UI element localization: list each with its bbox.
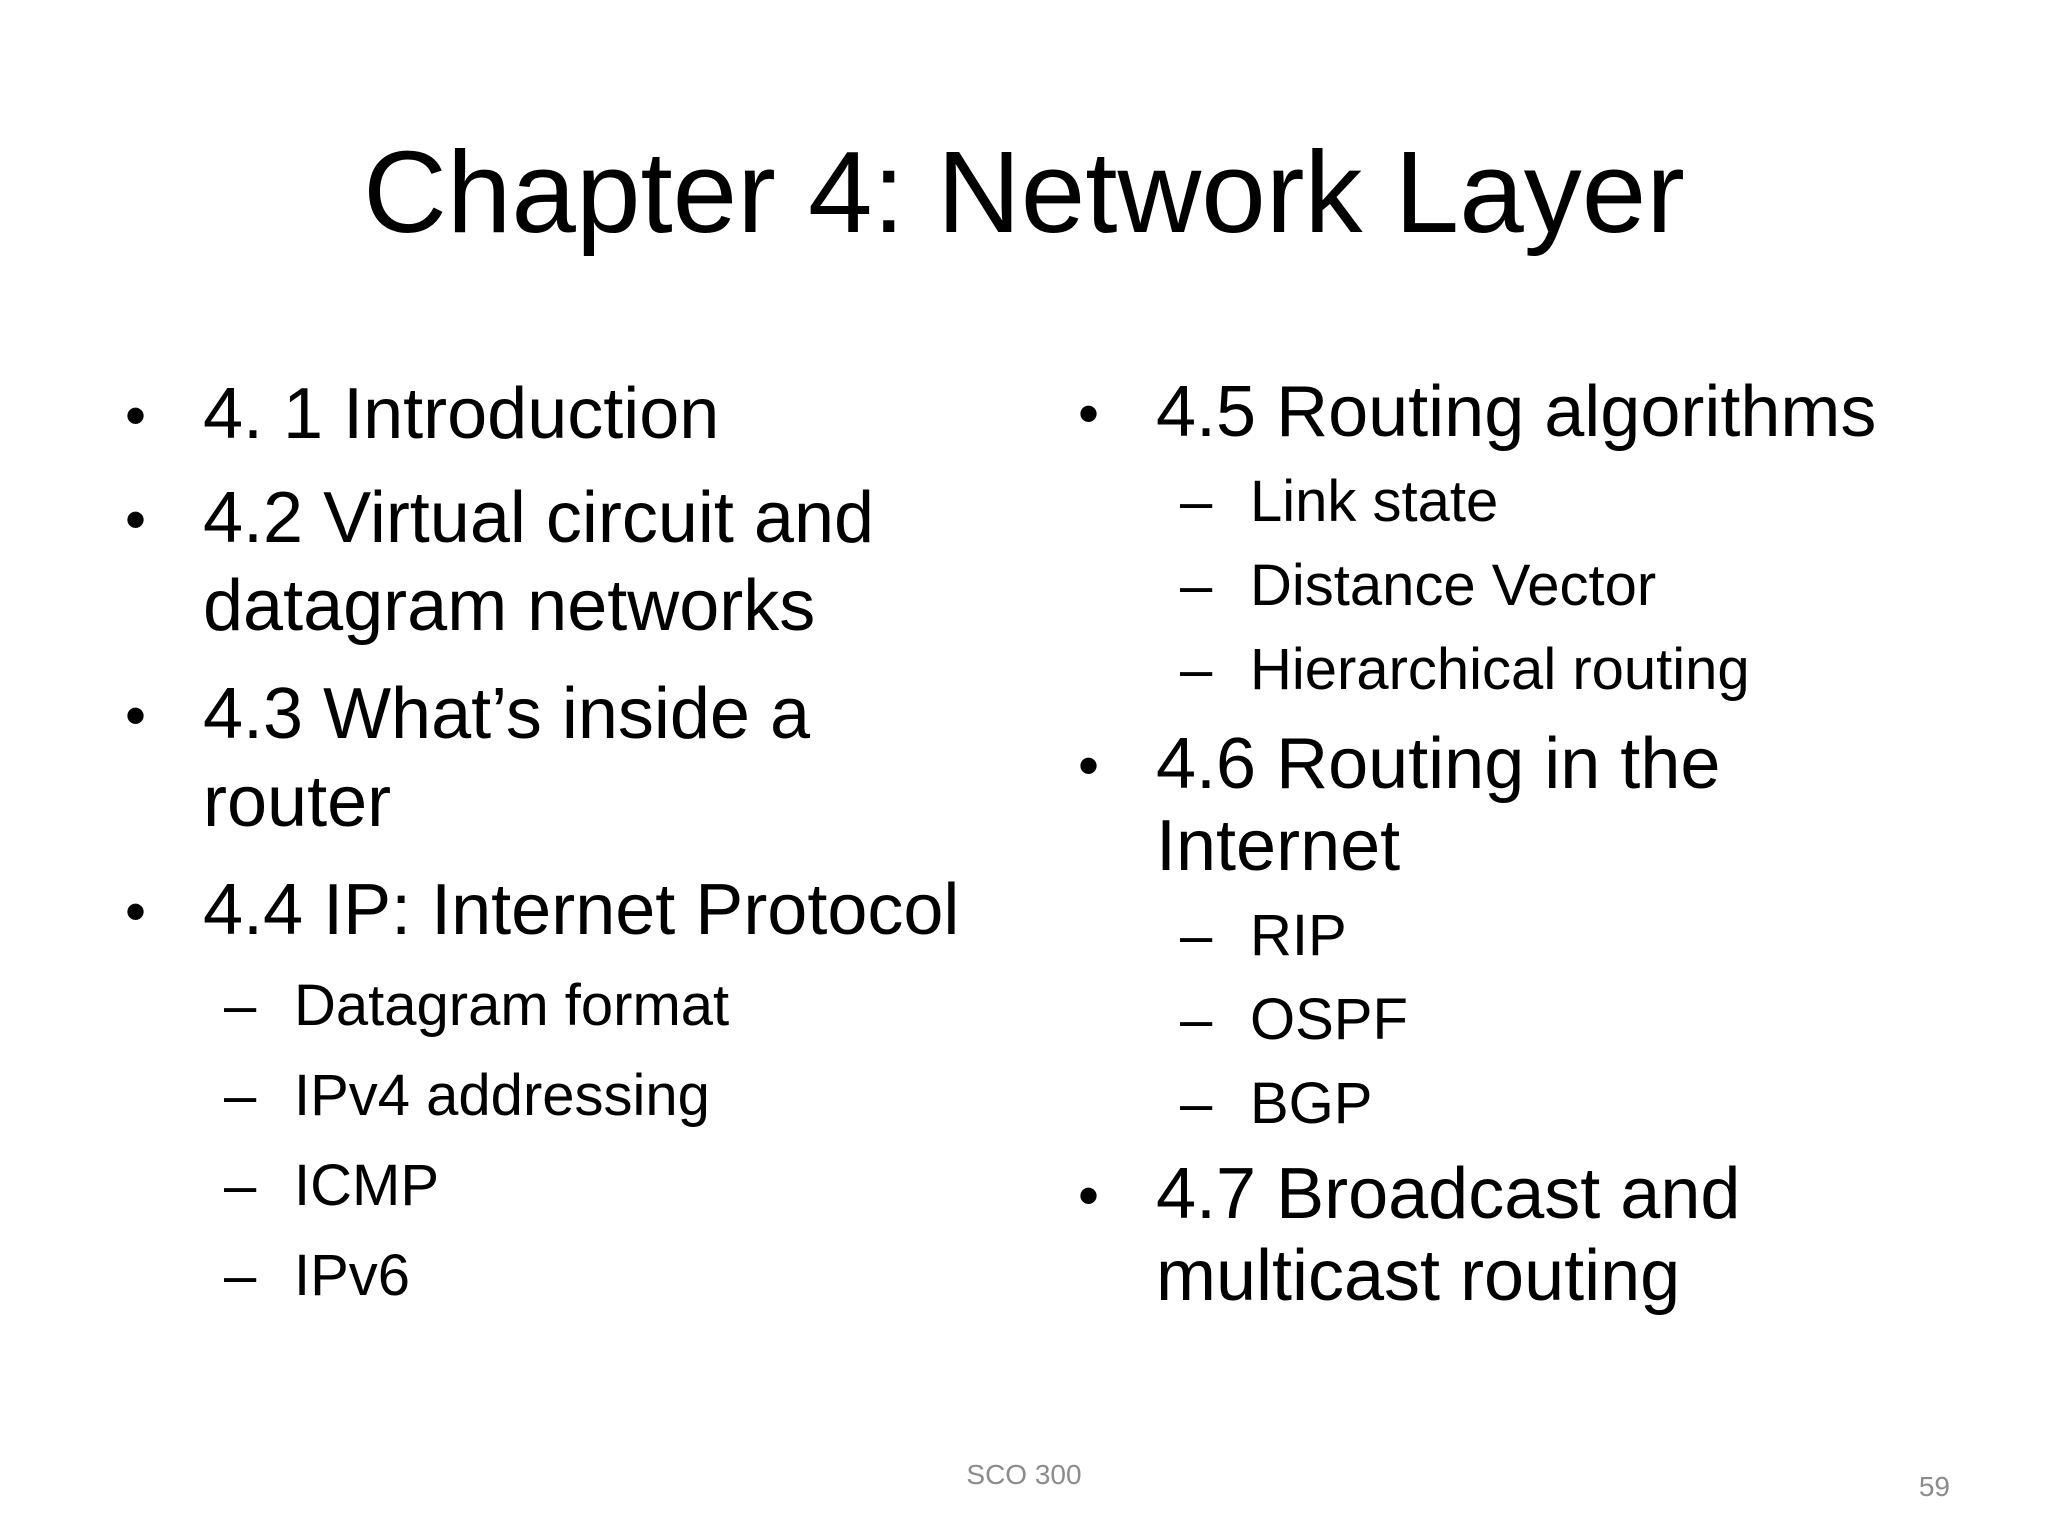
dash-icon: –: [224, 973, 257, 1038]
sub-item-ipv6: IPv6: [294, 1243, 411, 1308]
sub-item-rip: RIP: [1250, 903, 1347, 968]
sub-item-hierarchical-routing: Hierarchical routing: [1250, 637, 1750, 702]
list-item-4-7-line2: multicast routing: [1156, 1236, 1681, 1316]
sub-item-datagram-format: Datagram format: [294, 973, 730, 1038]
footer-course: SCO 300: [966, 1459, 1082, 1490]
dash-icon: –: [1180, 469, 1213, 534]
sub-item-ipv4-addressing: IPv4 addressing: [294, 1063, 710, 1128]
dash-icon: –: [224, 1243, 257, 1308]
list-item-4-6-line2: Internet: [1156, 806, 1401, 886]
list-item-4-2-line2: datagram networks: [203, 566, 816, 646]
sub-item-bgp: BGP: [1250, 1071, 1373, 1136]
bullet-icon: •: [125, 878, 147, 945]
dash-icon: –: [1180, 1071, 1213, 1136]
bullet-icon: •: [125, 486, 147, 553]
bullet-icon: •: [1078, 380, 1100, 447]
list-item-4-3-line1: 4.3 What’s inside a: [203, 674, 811, 754]
bullet-icon: •: [125, 682, 147, 749]
dash-icon: –: [1180, 987, 1213, 1052]
list-item-4-2-line1: 4.2 Virtual circuit and: [203, 478, 875, 558]
list-item-4-6-line1: 4.6 Routing in the: [1156, 724, 1721, 804]
dash-icon: –: [224, 1063, 257, 1128]
bullet-icon: •: [125, 382, 147, 449]
bullet-icon: •: [1078, 1162, 1100, 1229]
sub-item-distance-vector: Distance Vector: [1250, 553, 1657, 618]
dash-icon: –: [1180, 637, 1213, 702]
dash-icon: –: [1180, 903, 1213, 968]
list-item-4-1: 4. 1 Introduction: [203, 374, 720, 454]
sub-item-icmp: ICMP: [294, 1153, 439, 1218]
bullet-icon: •: [1078, 732, 1100, 799]
dash-icon: –: [224, 1153, 257, 1218]
dash-icon: –: [1180, 553, 1213, 618]
list-item-4-3-line2: router: [203, 762, 392, 842]
list-item-4-7-line1: 4.7 Broadcast and: [1156, 1154, 1741, 1234]
slide-number: 59: [1918, 1471, 1950, 1502]
list-item-4-5: 4.5 Routing algorithms: [1156, 372, 1877, 452]
list-item-4-4: 4.4 IP: Internet Protocol: [203, 870, 960, 950]
sub-item-ospf: OSPF: [1250, 987, 1408, 1052]
sub-item-link-state: Link state: [1250, 469, 1499, 534]
slide-title: Chapter 4: Network Layer: [363, 127, 1685, 257]
